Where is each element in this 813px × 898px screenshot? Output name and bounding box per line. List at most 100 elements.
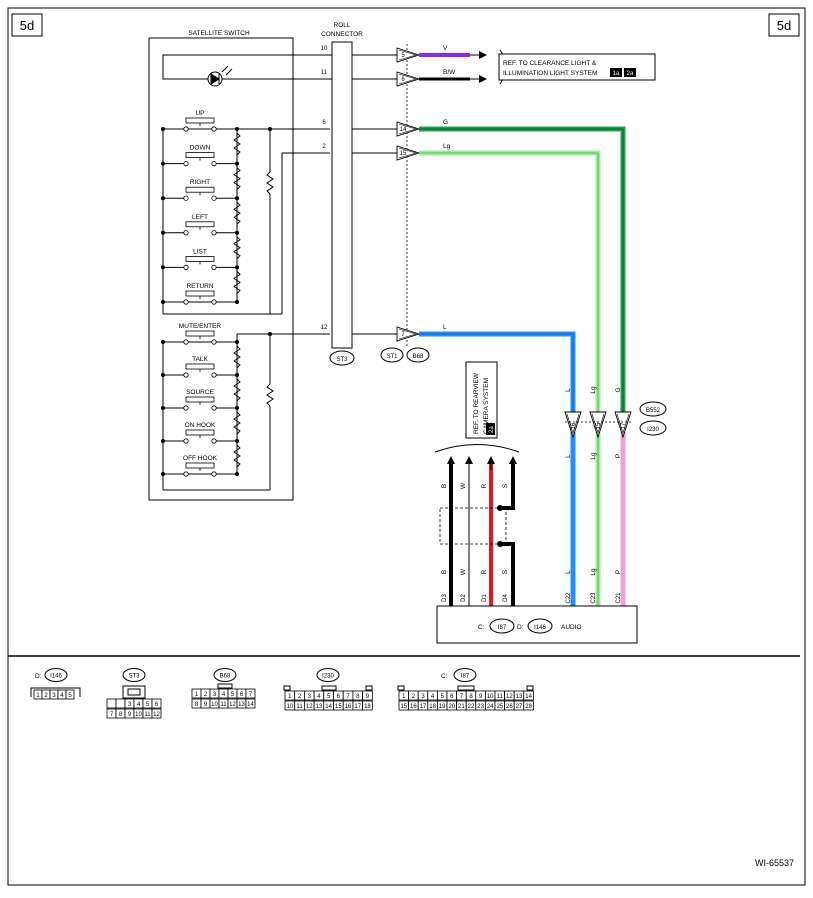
camera-bracket: [434, 444, 520, 453]
camera-code-lower: S: [502, 569, 509, 574]
switch-on-hook: ON HOOK: [161, 422, 241, 468]
switch-label: UP: [195, 110, 204, 117]
st1-pin: 15: [396, 145, 421, 161]
camera-pin: D3: [442, 594, 448, 602]
svg-text:13: 13: [238, 702, 245, 708]
svg-text:6: 6: [401, 77, 405, 83]
svg-text:9: 9: [204, 702, 208, 708]
svg-text:25: 25: [496, 704, 503, 710]
svg-text:28: 28: [525, 704, 532, 710]
svg-text:2: 2: [298, 694, 302, 700]
svg-text:14: 14: [400, 127, 407, 133]
b552-pin: 16: [564, 411, 582, 439]
svg-text:1a: 1a: [613, 71, 620, 77]
wire-bw: B/W: [419, 69, 487, 83]
st1-tag: ST1: [380, 347, 404, 363]
figure-id: WI-65537: [755, 858, 794, 868]
b68-tag: B68: [406, 347, 430, 363]
svg-text:4: 4: [60, 693, 64, 699]
wire-g: [419, 126, 626, 412]
svg-text:4: 4: [317, 694, 321, 700]
svg-text:6: 6: [337, 694, 341, 700]
svg-text:16: 16: [410, 704, 417, 710]
svg-text:1: 1: [288, 694, 292, 700]
wire-code-lower: Lg: [590, 568, 597, 576]
svg-text:4: 4: [222, 692, 226, 698]
svg-text:3: 3: [421, 694, 425, 700]
st1-pin: 6: [396, 71, 421, 87]
wire-code-lower: P: [615, 570, 622, 574]
roll-pin-label: 6: [322, 120, 326, 126]
svg-text:18: 18: [364, 704, 371, 710]
svg-text:D:: D:: [517, 624, 524, 631]
svg-text:9: 9: [479, 694, 483, 700]
svg-text:14: 14: [247, 702, 254, 708]
st1-pin: 7: [396, 326, 421, 342]
svg-text:11: 11: [497, 694, 504, 700]
wire-code-mid: L: [565, 454, 572, 458]
i146-tag: I146: [44, 668, 68, 682]
svg-text:I87: I87: [498, 625, 507, 631]
st1-pin: 5: [396, 47, 421, 63]
svg-text:5: 5: [401, 53, 405, 59]
st1-pins: 5 6 14 15 7: [396, 47, 421, 342]
svg-text:10: 10: [135, 712, 142, 718]
st1-pin: 14: [396, 121, 421, 137]
svg-text:18: 18: [429, 704, 436, 710]
switch-talk: TALK: [161, 356, 241, 402]
svg-text:3: 3: [308, 694, 312, 700]
svg-text:I230: I230: [647, 427, 659, 433]
svg-text:11: 11: [220, 702, 227, 708]
svg-text:2a: 2a: [627, 71, 634, 77]
switch-label: LEFT: [192, 214, 208, 221]
svg-text:5: 5: [327, 694, 331, 700]
camera-code-upper: B: [441, 484, 448, 488]
svg-text:ILLUMINATION LIGHT SYSTEM: ILLUMINATION LIGHT SYSTEM: [503, 70, 597, 77]
switch-label: ON HOOK: [185, 422, 216, 429]
illumination-led: [162, 54, 398, 87]
svg-text:23: 23: [477, 704, 484, 710]
wire-code-mid: P: [615, 454, 622, 458]
switch-return: RETURN: [161, 283, 239, 305]
svg-text:C:: C:: [478, 624, 485, 631]
svg-text:2a: 2a: [489, 426, 495, 433]
camera-code-upper: S: [502, 483, 509, 488]
audio-pin: C23: [591, 592, 597, 604]
switch-label: OFF HOOK: [183, 455, 218, 462]
svg-text:5: 5: [146, 702, 150, 708]
audio-pin: C21: [616, 592, 622, 604]
switch-off-hook: OFF HOOK: [161, 455, 239, 477]
svg-text:22: 22: [468, 704, 475, 710]
svg-text:15: 15: [596, 422, 602, 429]
wire-code-lg: Lg: [443, 143, 451, 150]
svg-text:4: 4: [137, 702, 141, 708]
svg-text:2: 2: [204, 692, 208, 698]
svg-text:10: 10: [287, 704, 294, 710]
svg-text:I87: I87: [461, 674, 470, 680]
b552-pin: 15: [589, 411, 607, 439]
svg-text:B68: B68: [413, 354, 424, 360]
svg-text:13: 13: [516, 694, 523, 700]
switch-list: LIST: [161, 248, 241, 294]
svg-text:9: 9: [128, 712, 132, 718]
switch-source: SOURCE: [161, 389, 241, 435]
camera-code-upper: W: [460, 482, 467, 489]
st3-connector-tag: ST3: [329, 350, 355, 366]
switch-down: DOWN: [161, 145, 241, 190]
i230-tag: I230: [639, 420, 667, 436]
switch-left: LEFT: [161, 214, 241, 260]
switch-mute-enter: MUTE/ENTER: [161, 323, 241, 369]
b68-tag: B68: [213, 668, 237, 682]
svg-text:9: 9: [366, 694, 370, 700]
svg-text:REF. TO REARVIEW: REF. TO REARVIEW: [473, 372, 480, 434]
audio-unit-box: [436, 605, 638, 644]
